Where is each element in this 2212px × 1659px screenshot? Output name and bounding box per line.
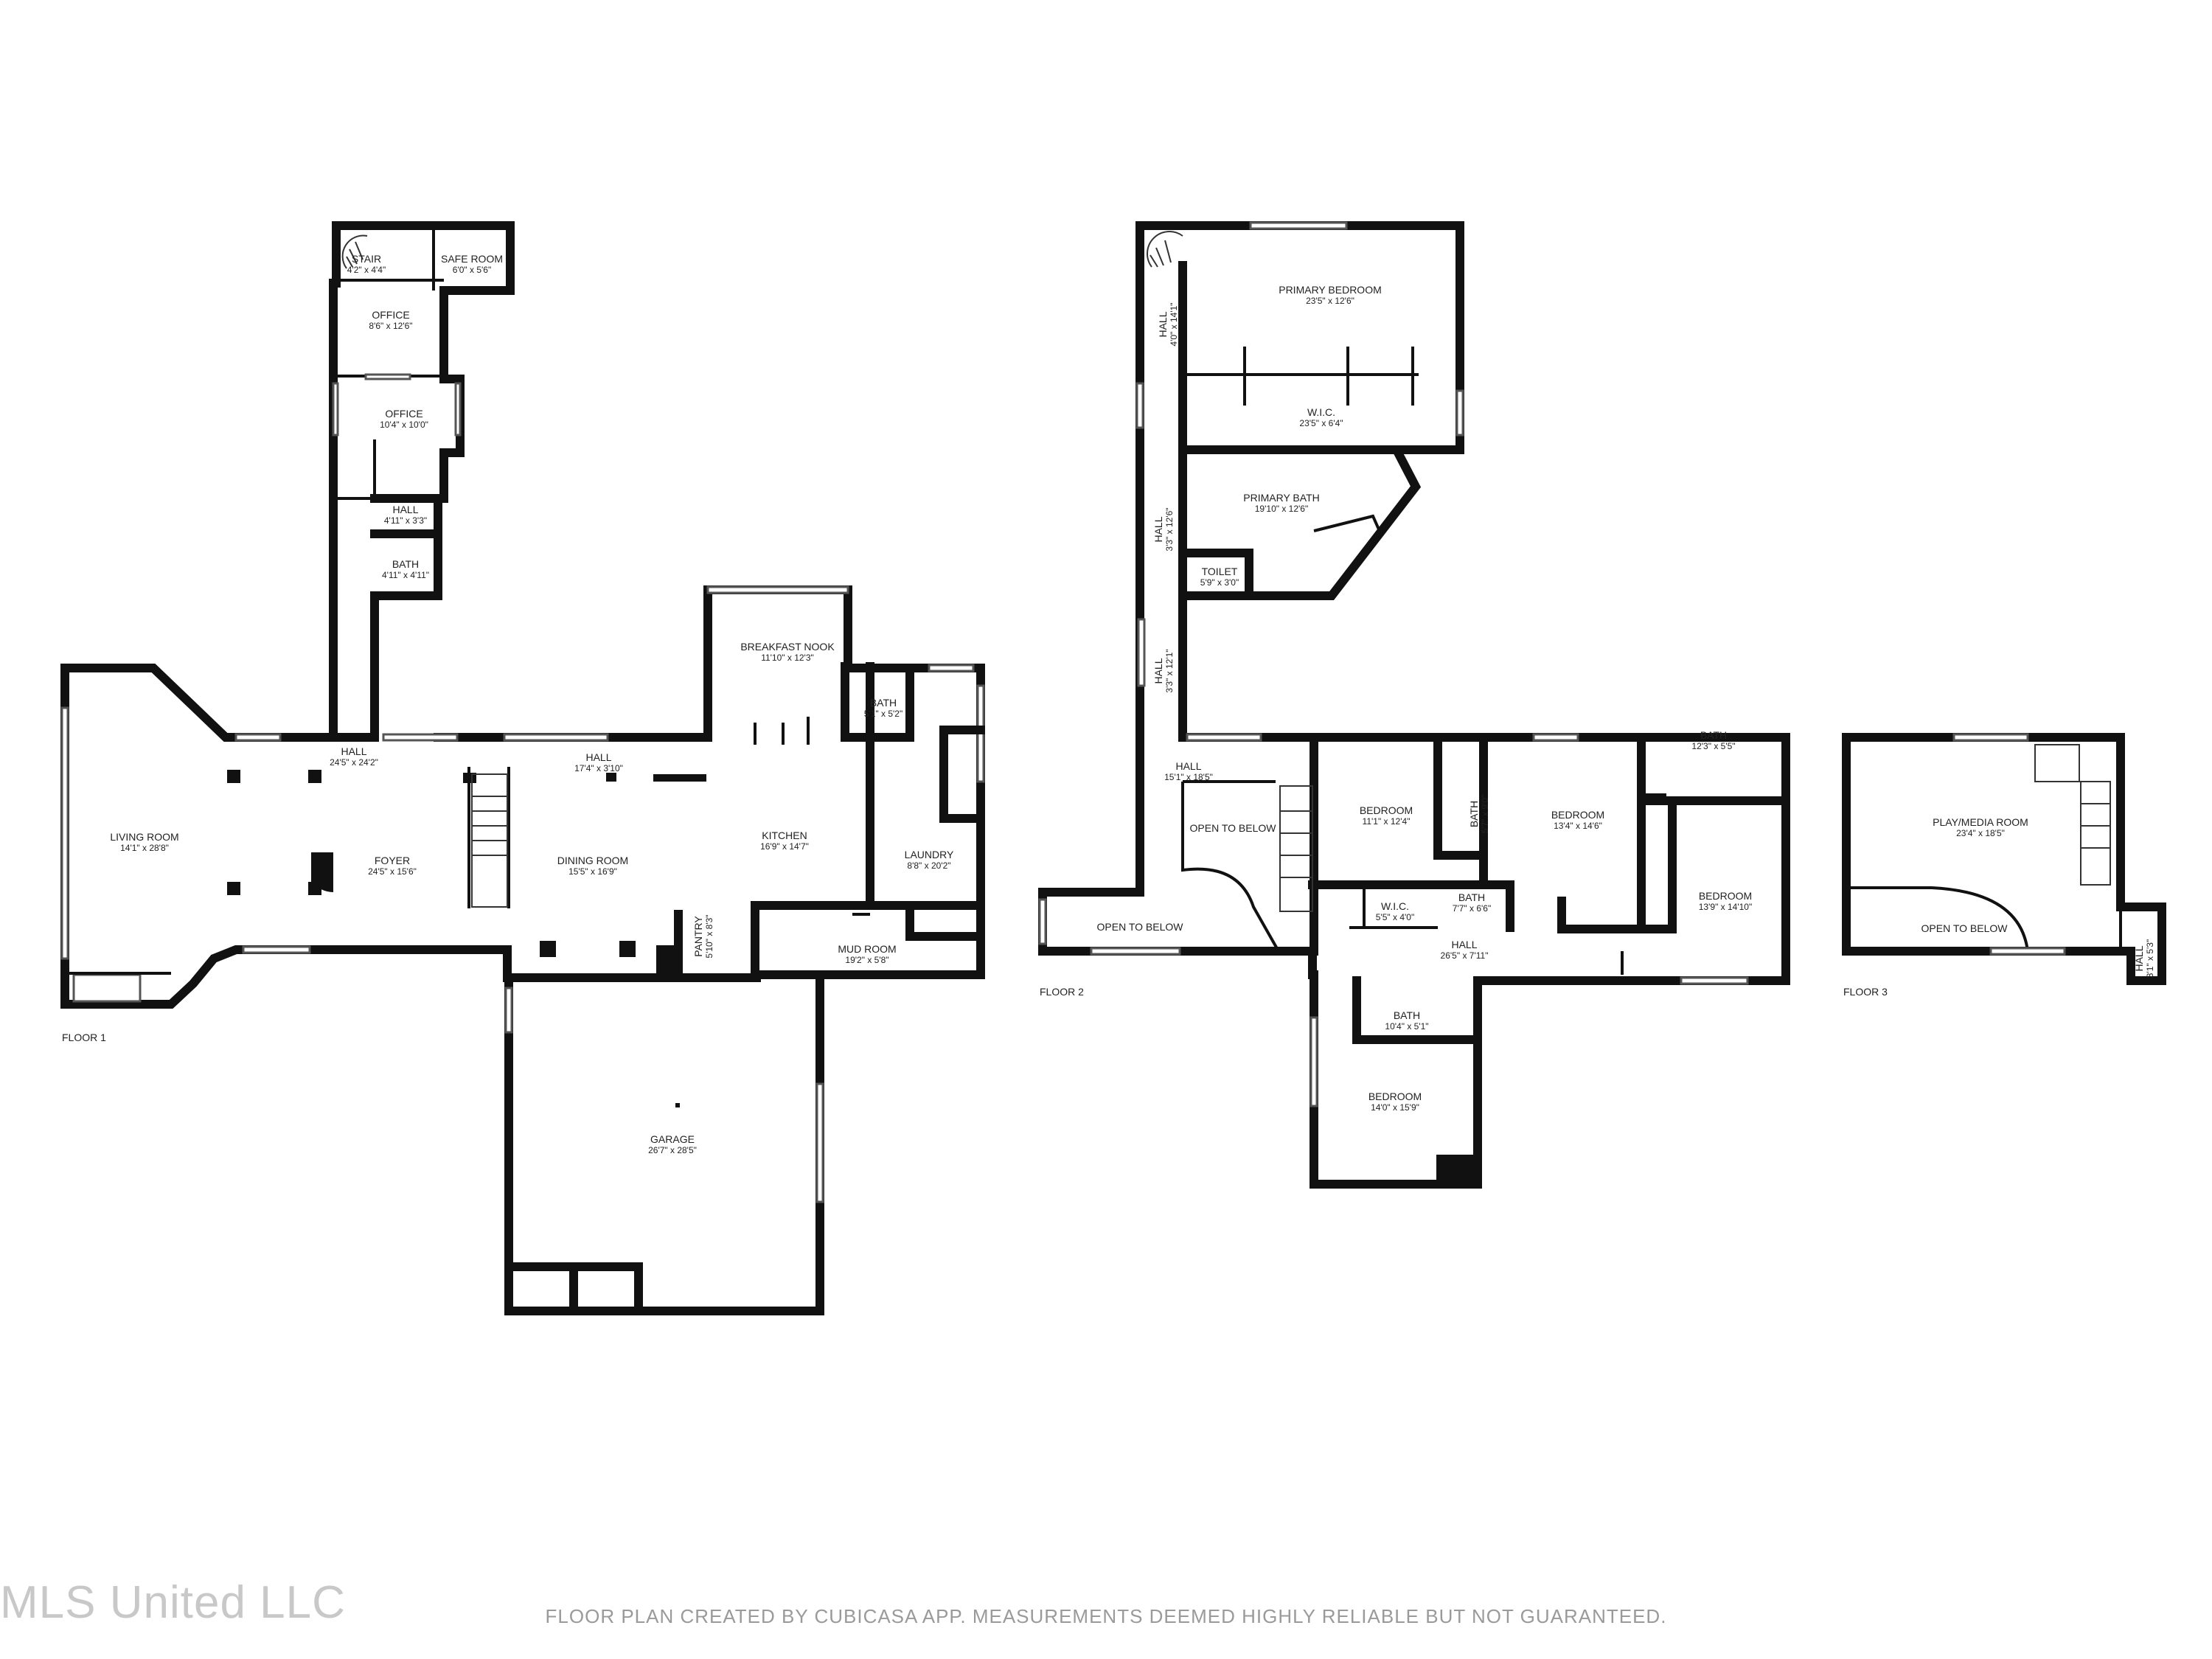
main-stair-icon (471, 773, 508, 908)
room-dims-hall-small: 4'11" x 3'3" (384, 515, 427, 526)
room-name-bed2: BEDROOM (1551, 809, 1604, 821)
room-name-hall-f2: HALL (1451, 939, 1477, 950)
mls-watermark: MLS United LLC (0, 1577, 346, 1628)
spiral-stair-icon (341, 234, 368, 269)
room-dims-office1: 8'6" x 12'6" (369, 321, 412, 331)
room-name-foyer: FOYER (375, 855, 410, 866)
room-name-open1: OPEN TO BELOW (1190, 822, 1277, 834)
room-dims-mudroom: 19'2" x 5'8" (845, 955, 888, 965)
room-dims-garage: 26'7" x 28'5" (648, 1145, 697, 1155)
room-name-bed1: BEDROOM (1360, 804, 1413, 816)
room-name-hall-f2b: HALL (1175, 760, 1201, 772)
room-name-pantry: PANTRY (692, 916, 704, 957)
room-name-hall-small: HALL (392, 504, 418, 515)
room-name-toilet: TOILET (1202, 566, 1238, 577)
room-name-bath-f2c: BATH (1394, 1009, 1420, 1021)
room-name-bath-kitchen: BATH (870, 697, 897, 709)
room-dims-wic-primary: 23'5" x 6'4" (1299, 418, 1343, 428)
room-dims-hall-f3: 3'1" x 5'3" (2145, 939, 2155, 978)
room-dims-bath-small: 4'11" x 4'11" (382, 570, 429, 580)
room-name-hall-f2-mid: HALL (1152, 516, 1164, 542)
room-name-office2: OFFICE (385, 408, 422, 420)
room-dims-hall-f2-top: 4'0" x 14'1" (1169, 302, 1179, 346)
room-name-laundry: LAUNDRY (905, 849, 954, 860)
room-name-garage: GARAGE (650, 1133, 695, 1145)
room-dims-bath-f2b: 7'7" x 6'6" (1453, 903, 1491, 914)
floor-2-plan (1038, 221, 1790, 1189)
room-dims-breakfast: 11'10" x 12'3" (761, 653, 814, 663)
room-dims-laundry: 8'8" x 20'2" (907, 860, 950, 871)
room-name-dining: DINING ROOM (557, 855, 628, 866)
room-dims-bed3: 13'9" x 14'10" (1699, 902, 1753, 912)
spiral-stair-icon (1147, 231, 1183, 268)
loft-stair-icon (2034, 744, 2111, 886)
room-name-saferoom: SAFE ROOM (441, 253, 503, 265)
room-dims-kitchen: 16'9" x 14'7" (760, 841, 809, 852)
floor-label-2: FLOOR 2 (1040, 986, 1084, 998)
room-dims-primary-bed: 23'5" x 12'6" (1306, 296, 1354, 306)
room-dims-saferoom: 6'0" x 5'6" (453, 265, 491, 275)
room-dims-living: 14'1" x 28'8" (120, 843, 169, 853)
room-dims-hall-dining: 17'4" x 3'10" (574, 763, 623, 773)
room-dims-bed1: 11'1" x 12'4" (1363, 816, 1411, 827)
room-dims-playmedia: 23'4" x 18'5" (1956, 828, 2005, 838)
room-name-living: LIVING ROOM (110, 831, 178, 843)
room-name-stair1: STAIR (352, 253, 381, 265)
room-name-bed4: BEDROOM (1368, 1091, 1422, 1102)
room-name-hall-f3: HALL (2133, 945, 2145, 971)
room-name-bath-small: BATH (392, 558, 419, 570)
room-name-mudroom: MUD ROOM (838, 943, 896, 955)
room-name-bath-f2b: BATH (1458, 891, 1485, 903)
room-name-wic-f2: W.I.C. (1381, 900, 1409, 912)
disclaimer-footer: FLOOR PLAN CREATED BY CUBICASA APP. MEAS… (545, 1605, 1667, 1627)
floor-label-3: FLOOR 3 (1843, 986, 1888, 998)
room-name-hall-main: HALL (341, 745, 366, 757)
room-dims-bath-kitchen: 5'1" x 5'2" (864, 709, 902, 719)
room-name-hall-f2-top: HALL (1157, 311, 1169, 337)
room-name-primary-bed: PRIMARY BEDROOM (1279, 284, 1382, 296)
room-name-open3: OPEN TO BELOW (1921, 922, 2008, 934)
room-name-breakfast: BREAKFAST NOOK (740, 641, 835, 653)
room-dims-foyer: 24'5" x 15'6" (368, 866, 417, 877)
room-dims-dining: 15'5" x 16'9" (568, 866, 617, 877)
room-dims-stair1: 4'2" x 4'4" (347, 265, 386, 275)
room-dims-primary-bath: 19'10" x 12'6" (1255, 504, 1309, 514)
room-dims-bed2: 13'4" x 14'6" (1554, 821, 1602, 831)
room-name-kitchen: KITCHEN (762, 830, 807, 841)
room-dims-wic-f2: 5'5" x 4'0" (1376, 912, 1414, 922)
floor-labels: FLOOR 1 FLOOR 2 FLOOR 3 (62, 986, 1888, 1043)
room-dims-bath-f2c: 10'4" x 5'1" (1385, 1021, 1428, 1032)
room-dims-hall-f2: 26'5" x 7'11" (1441, 950, 1489, 961)
room-dims-toilet: 5'9" x 3'0" (1200, 577, 1239, 588)
room-name-hall-f2-low: HALL (1152, 658, 1164, 684)
room-name-primary-bath: PRIMARY BATH (1243, 492, 1319, 504)
floor-1-plan (60, 221, 985, 1315)
floor-label-1: FLOOR 1 (62, 1032, 106, 1043)
room-name-wic-primary: W.I.C. (1307, 406, 1335, 418)
room-name-hall-dining: HALL (585, 751, 611, 763)
room-dims-bed4: 14'0" x 15'9" (1371, 1102, 1419, 1113)
room-name-bath-f2a: BATH (1700, 729, 1727, 741)
room-dims-hall-f2b: 15'1" x 18'5" (1164, 772, 1213, 782)
room-dims-bath-f2a: 12'3" x 5'5" (1691, 741, 1735, 751)
upper-stair-icon (1279, 785, 1313, 912)
room-name-playmedia: PLAY/MEDIA ROOM (1933, 816, 2028, 828)
floor-3-plan (1842, 733, 2166, 985)
room-dims-office2: 10'4" x 10'0" (380, 420, 428, 430)
room-dims-hall-main: 24'5" x 24'2" (330, 757, 378, 768)
room-name-bath-f2-v: BATH (1468, 801, 1480, 827)
room-dims-hall-f2-low: 3'3" x 12'1" (1164, 649, 1175, 692)
room-dims-bath-f2-v: 5'7" x 9'0" (1480, 795, 1490, 833)
room-name-open2: OPEN TO BELOW (1097, 921, 1184, 933)
room-dims-pantry: 5'10" x 8'3" (704, 914, 714, 958)
room-dims-hall-f2-mid: 3'3" x 12'6" (1164, 507, 1175, 551)
room-name-bed3: BEDROOM (1699, 890, 1752, 902)
room-name-office1: OFFICE (372, 309, 409, 321)
